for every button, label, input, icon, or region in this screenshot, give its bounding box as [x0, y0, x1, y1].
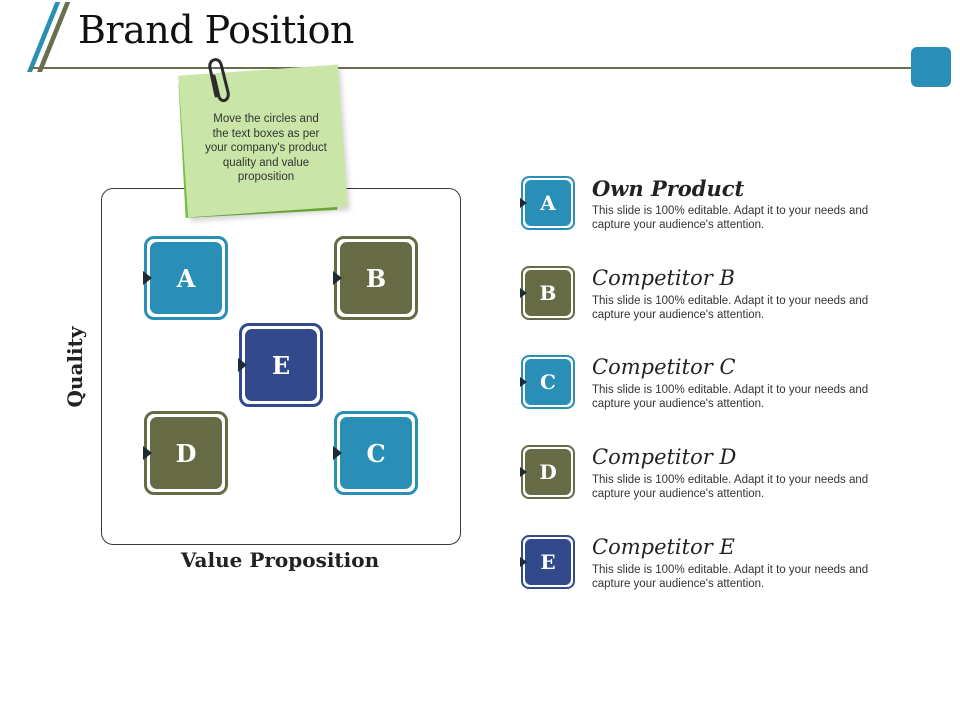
legend-badge-letter: D	[525, 449, 571, 495]
legend-title: Competitor B	[592, 266, 735, 290]
sticky-note-text: Move the circles and the text boxes as p…	[205, 113, 327, 183]
matrix-point-c[interactable]: C	[333, 411, 418, 495]
matrix-point-letter: A	[150, 242, 222, 314]
legend-title: Competitor C	[592, 355, 736, 379]
legend-title: Competitor D	[592, 445, 737, 469]
page-title: Brand Position	[78, 8, 354, 52]
header-divider	[30, 67, 914, 69]
pointer-arrow-icon	[520, 557, 527, 567]
legend-badge-e[interactable]: E	[520, 535, 575, 589]
legend-description: This slide is 100% editable. Adapt it to…	[592, 384, 869, 410]
legend-badge-letter: B	[525, 270, 571, 316]
paperclip-icon	[208, 58, 230, 103]
legend-badge-letter: A	[525, 180, 571, 226]
matrix-point-letter: C	[340, 417, 412, 489]
legend-item-own-product: A Own Product This slide is 100% editabl…	[520, 176, 901, 236]
corner-accent-square	[911, 47, 951, 87]
legend-badge-b[interactable]: B	[520, 266, 575, 320]
pointer-arrow-icon	[333, 271, 342, 285]
matrix-point-d[interactable]: D	[143, 411, 228, 495]
legend-description: This slide is 100% editable. Adapt it to…	[592, 564, 869, 590]
pointer-arrow-icon	[520, 377, 527, 387]
pointer-arrow-icon	[333, 446, 342, 460]
matrix-point-b[interactable]: B	[333, 236, 418, 320]
legend-description: This slide is 100% editable. Adapt it to…	[592, 205, 869, 231]
y-axis-label: Quality	[63, 326, 87, 408]
legend-item-competitor-c: C Competitor C This slide is 100% editab…	[520, 355, 901, 415]
legend-badge-d[interactable]: D	[520, 445, 575, 499]
legend-description: This slide is 100% editable. Adapt it to…	[592, 295, 869, 321]
legend-badge-c[interactable]: C	[520, 355, 575, 409]
legend-badge-letter: E	[525, 539, 571, 585]
pointer-arrow-icon	[520, 467, 527, 477]
legend-item-competitor-d: D Competitor D This slide is 100% editab…	[520, 445, 901, 505]
pointer-arrow-icon	[520, 288, 527, 298]
matrix-point-a[interactable]: A	[143, 236, 228, 320]
legend-title: Own Product	[592, 176, 745, 201]
pointer-arrow-icon	[143, 271, 152, 285]
legend-badge-letter: C	[525, 359, 571, 405]
pointer-arrow-icon	[520, 198, 527, 208]
legend-title: Competitor E	[592, 535, 735, 559]
legend-item-competitor-b: B Competitor B This slide is 100% editab…	[520, 266, 901, 326]
matrix-point-letter: E	[245, 329, 317, 401]
pointer-arrow-icon	[143, 446, 152, 460]
legend-description: This slide is 100% editable. Adapt it to…	[592, 474, 869, 500]
matrix-point-e[interactable]: E	[238, 323, 323, 407]
pointer-arrow-icon	[238, 358, 247, 372]
legend-item-competitor-e: E Competitor E This slide is 100% editab…	[520, 535, 901, 595]
legend-badge-a[interactable]: A	[520, 176, 575, 230]
x-axis-label: Value Proposition	[180, 548, 380, 572]
matrix-point-letter: D	[150, 417, 222, 489]
matrix-point-letter: B	[340, 242, 412, 314]
